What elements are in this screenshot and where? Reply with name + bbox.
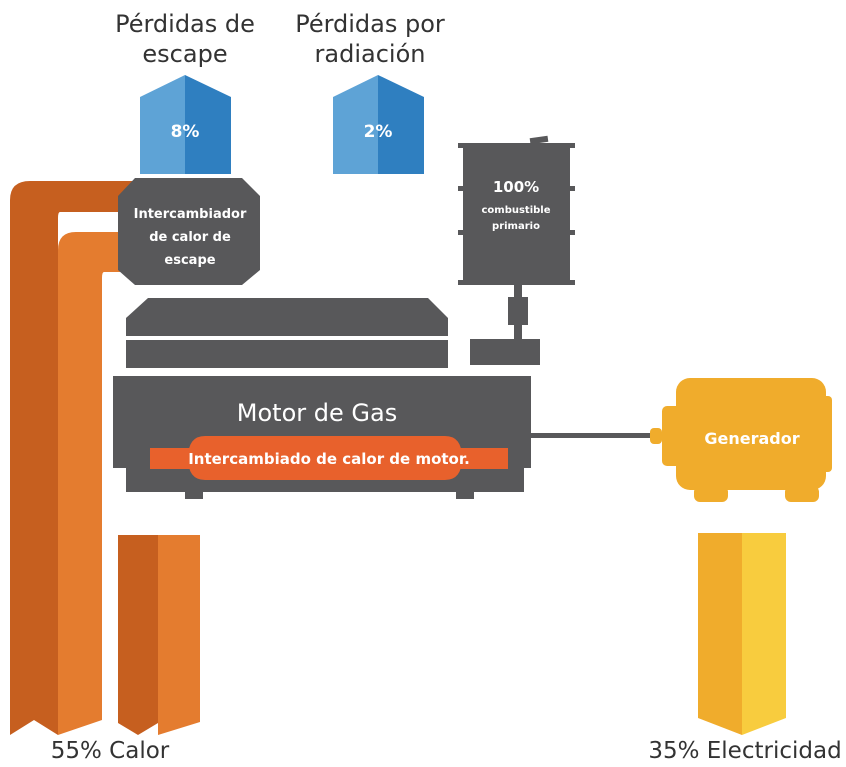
engine-exchanger-label: Intercambiado de calor de motor. [188, 450, 470, 468]
electricity-output-arrow [698, 533, 786, 735]
exhaust-loss-arrow: 8% [140, 75, 231, 174]
exhaust-loss-title-line2: escape [142, 40, 227, 68]
exchanger-label-line1: Intercambiador [134, 207, 247, 222]
radiation-loss-value: 2% [364, 122, 393, 142]
radiation-loss-title-line1: Pérdidas por [295, 10, 445, 38]
engine-title: Motor de Gas [237, 399, 397, 427]
electricity-output-label: 35% Electricidad [648, 738, 841, 764]
exchanger-label-line3: escape [164, 253, 215, 268]
generator: Generador [662, 378, 832, 502]
radiation-loss-arrow: 2% [333, 75, 424, 174]
fuel-label-line3: primario [492, 221, 540, 232]
fuel-barrel: 100% combustible primario [458, 135, 575, 285]
heat-flow-band [10, 181, 140, 735]
exhaust-loss-value: 8% [171, 122, 200, 142]
drive-shaft [531, 428, 662, 444]
heat-output-arrow [118, 535, 200, 735]
fuel-label-line2: combustible [481, 205, 550, 216]
radiation-loss-title-line2: radiación [315, 40, 426, 68]
exchanger-label-line2: de calor de [149, 230, 231, 245]
engine-head [126, 298, 448, 368]
generator-label: Generador [704, 429, 799, 448]
exhaust-loss-title-line1: Pérdidas de [115, 10, 255, 38]
heat-output-label: 55% Calor [51, 738, 170, 764]
fuel-percent: 100% [493, 178, 539, 196]
exhaust-heat-exchanger: Intercambiador de calor de escape [118, 178, 260, 285]
engine-block: Motor de Gas Intercambiado de calor de m… [113, 376, 531, 499]
fuel-line [470, 285, 540, 365]
